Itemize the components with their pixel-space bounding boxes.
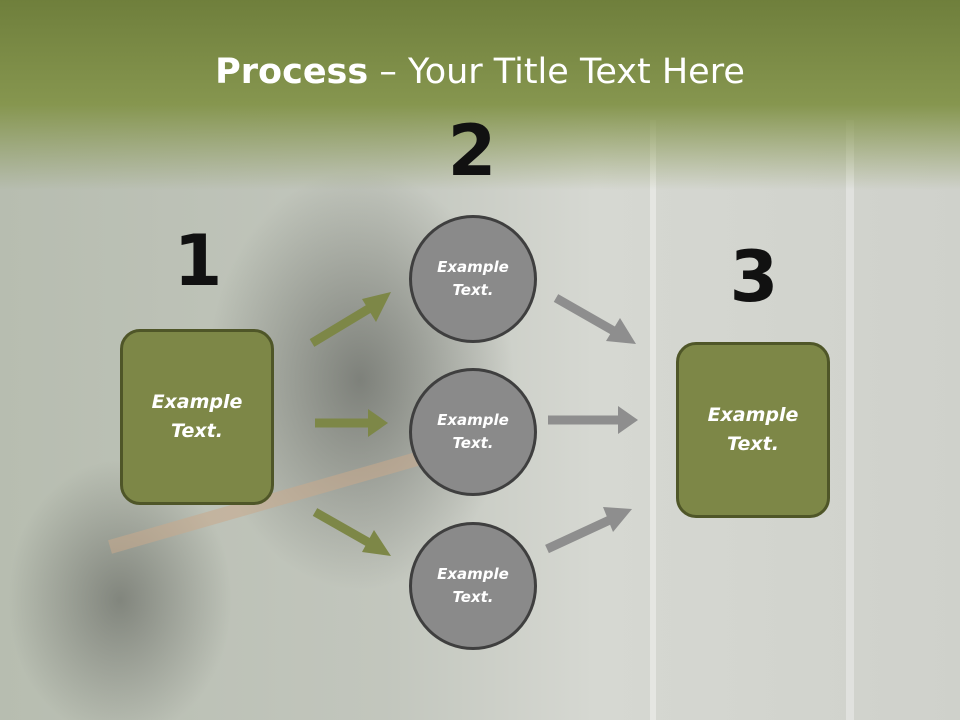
arrowhead-left-to-bottom <box>362 530 391 556</box>
arrowhead-middle-to-right <box>618 406 638 434</box>
arrowhead-left-to-middle <box>368 409 388 437</box>
arrow-left-to-top <box>309 301 378 347</box>
step-number-3: 3 <box>729 236 779 318</box>
left-step-box: Example Text. <box>120 329 274 505</box>
step-number-1: 1 <box>173 220 223 302</box>
arrow-bottom-to-right <box>545 513 616 554</box>
arrow-top-to-right <box>553 294 622 338</box>
left-arrows <box>309 292 391 556</box>
circle-top: Example Text. <box>409 215 537 343</box>
title-banner <box>0 0 960 190</box>
door-frame-decoration <box>650 120 854 720</box>
arrowhead-top-to-right <box>606 318 636 344</box>
slide-title: Process – Your Title Text Here <box>0 52 960 92</box>
right-arrows <box>545 294 638 554</box>
circle-middle: Example Text. <box>409 368 537 496</box>
arrowhead-bottom-to-right <box>603 507 632 532</box>
circle-bottom: Example Text. <box>409 522 537 650</box>
step-number-2: 2 <box>447 110 497 192</box>
title-rest: – Your Title Text Here <box>368 52 745 92</box>
right-step-box: Example Text. <box>676 342 830 518</box>
title-bold: Process <box>215 52 369 92</box>
arrowhead-left-to-top <box>362 292 391 322</box>
arrow-left-to-bottom <box>312 508 376 549</box>
